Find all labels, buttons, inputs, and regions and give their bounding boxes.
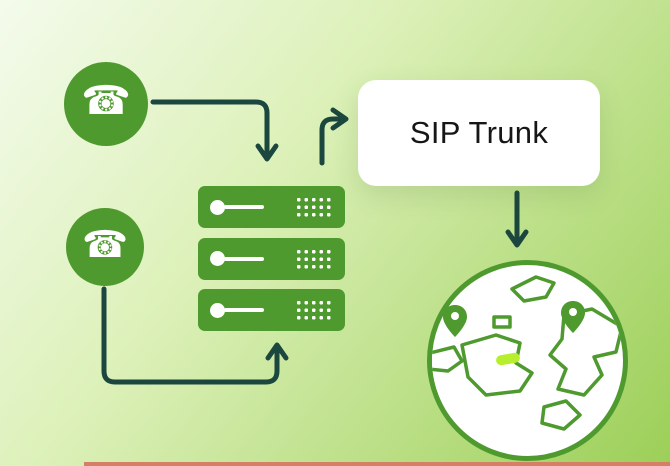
server-knob-icon (210, 251, 225, 266)
arrow-server-to-sip-trunk (319, 107, 349, 166)
globe-continents (432, 275, 623, 431)
map-pin-right-icon (561, 301, 585, 333)
phone-icon: ☎ (81, 222, 129, 266)
server-dot-matrix (295, 247, 333, 270)
server-line (224, 308, 264, 312)
server-knob-icon (210, 302, 225, 318)
server-knob-icon (210, 199, 225, 215)
phone-icon: ☎ (81, 78, 131, 124)
server-line (224, 256, 264, 261)
server-rack-icon (198, 186, 345, 331)
map-pin-left-icon (443, 305, 467, 337)
sip-trunk-label: SIP Trunk (409, 115, 549, 150)
server-row (198, 186, 345, 228)
sip-trunk-box: SIP Trunk (358, 80, 600, 186)
server-line (224, 205, 264, 209)
phone-node-top: ☎ (64, 62, 148, 146)
globe-icon (427, 260, 628, 461)
phone-node-bottom: ☎ (66, 208, 144, 286)
bottom-edge-strip (84, 462, 670, 466)
server-row (198, 289, 345, 331)
server-dot-matrix (295, 299, 333, 321)
lime-highlight-marker (496, 352, 520, 366)
server-dot-matrix (295, 196, 333, 218)
server-row (198, 237, 345, 280)
arrow-phone-top-to-server (150, 99, 279, 162)
